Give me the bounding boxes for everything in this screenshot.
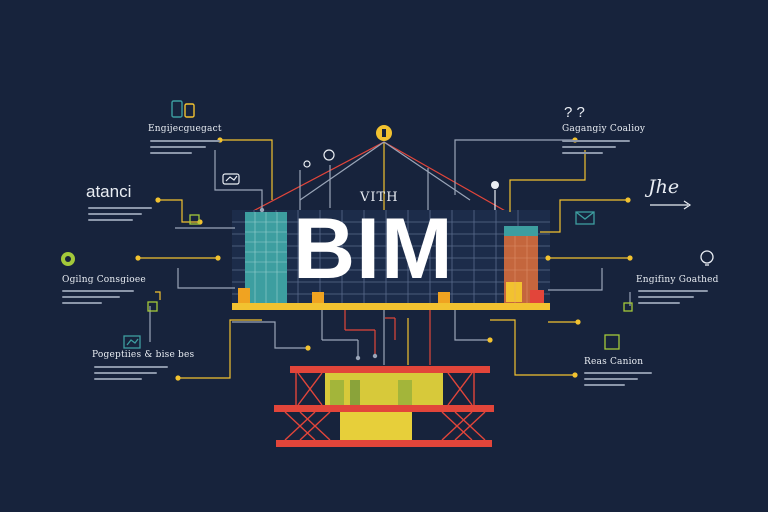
text-lines-bottom-right: [584, 372, 652, 390]
sync-icon: [303, 149, 335, 168]
text-lines-left-large: [88, 207, 152, 225]
leaf-icon: [61, 252, 75, 266]
label-right-mark: Jhe: [648, 176, 680, 198]
mail-icon: [575, 211, 595, 225]
label-top-left: Engijecguegact: [148, 124, 222, 134]
arrow-icon: [650, 200, 692, 210]
bulb-outline-icon: [700, 250, 714, 266]
diagram-subtitle: VITH: [360, 190, 399, 205]
building: [232, 210, 550, 310]
connector-lines: [138, 139, 631, 379]
pin-icon: [491, 181, 499, 189]
text-lines-bottom-left: [94, 366, 168, 384]
text-lines-top-right: [562, 140, 630, 158]
label-left-large: atanci: [86, 182, 132, 201]
connector-dots: [135, 137, 633, 381]
label-mid-left: Ogilng Consgioee: [62, 275, 146, 285]
chart-icon: [222, 173, 240, 185]
text-lines-mid-right: [638, 290, 708, 308]
text-lines-mid-left: [62, 290, 134, 308]
label-bottom-right: Reas Canion: [584, 357, 644, 367]
doc-icon: [123, 335, 141, 349]
label-top-right-mark: ? ?: [564, 104, 585, 121]
tablet-icon: [171, 100, 195, 118]
square-node-icon: [147, 214, 633, 350]
label-top-right: Gagangiy Coalioy: [562, 124, 646, 134]
diagram-main-title: BIM: [293, 201, 454, 297]
text-lines-top-left: [150, 140, 220, 158]
label-mid-right: Engifiny Goathed: [636, 275, 719, 285]
label-bottom-left: Pogeptiies & bise bes: [92, 350, 195, 360]
lower-structure: [274, 310, 494, 447]
lightbulb-icon: [376, 125, 392, 141]
